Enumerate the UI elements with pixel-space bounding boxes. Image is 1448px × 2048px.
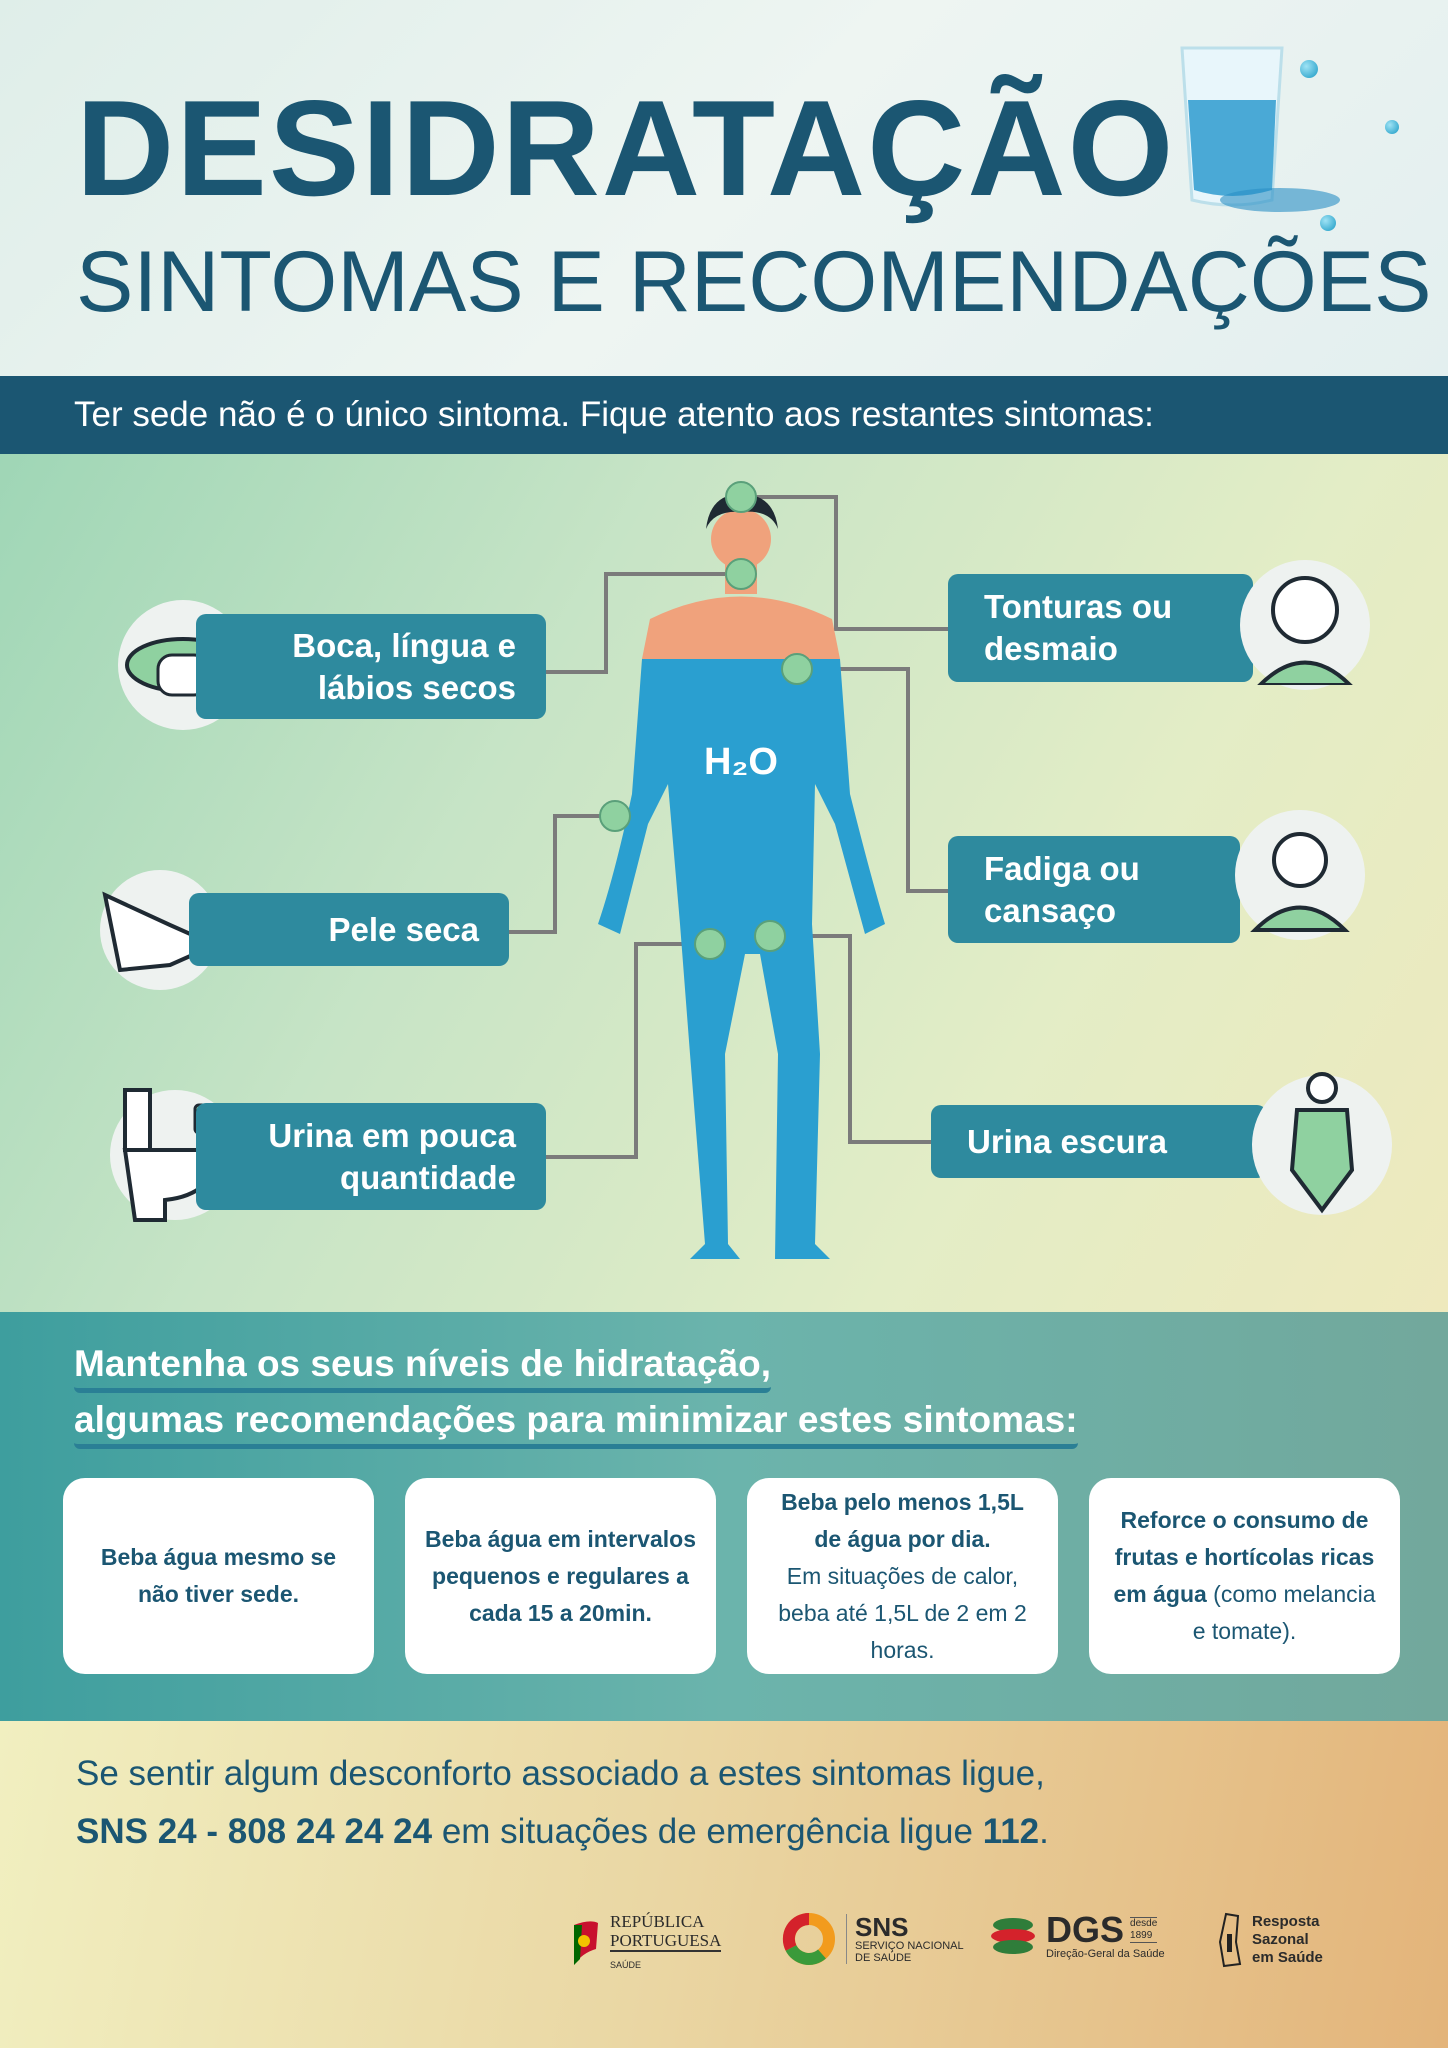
logo-text: SNS bbox=[855, 1912, 909, 1942]
logo-text: DGS bbox=[1046, 1909, 1125, 1950]
card-text: (como melancia e tomate). bbox=[1192, 1581, 1376, 1644]
symptom-dots bbox=[599, 481, 813, 960]
symptom-label-dark-urine: Urina escura bbox=[931, 1105, 1267, 1178]
page-title: DESIDRATAÇÃO bbox=[76, 72, 1176, 224]
recommendation-card: Beba pelo menos 1,5L de água por dia. Em … bbox=[747, 1478, 1058, 1674]
symptom-label-dry-skin: Pele seca bbox=[189, 893, 509, 966]
logo-text: Resposta bbox=[1252, 1913, 1320, 1930]
symptom-label-dry-mouth: Boca, língua e lábios secos bbox=[196, 614, 546, 719]
card-text-bold: Beba água mesmo se não tiver sede. bbox=[100, 1544, 337, 1607]
logo-text: Sazonal bbox=[1252, 1931, 1309, 1948]
symptom-label-dizziness: Tonturas ou desmaio bbox=[948, 574, 1253, 682]
card-text: Em situações de calor, beba até 1,5L de … bbox=[778, 1562, 1027, 1663]
logo-text: PORTUGUESA bbox=[610, 1931, 722, 1952]
footer bbox=[0, 1721, 1448, 2048]
logo-text: Direção-Geral da Saúde bbox=[1046, 1948, 1165, 1960]
recommendation-card: Beba água mesmo se não tiver sede. bbox=[63, 1478, 374, 1674]
footer-text: . bbox=[1039, 1812, 1049, 1851]
water-glass-icon bbox=[1180, 46, 1340, 212]
logo-text: SAÚDE bbox=[610, 1960, 642, 1970]
footer-line2: SNS 24 - 808 24 24 24 em situações de em… bbox=[76, 1810, 1049, 1854]
tired-person-icon bbox=[1235, 810, 1365, 940]
human-body-figure bbox=[598, 494, 885, 1259]
recommendation-card: Beba água em intervalos pequenos e regul… bbox=[405, 1478, 716, 1674]
hand-icon bbox=[100, 870, 220, 990]
urgency-person-icon bbox=[1252, 1072, 1392, 1215]
recommendation-card: Reforce o consumo de frutas e hortícolas… bbox=[1089, 1478, 1400, 1674]
footer-line1: Se sentir algum desconforto associado a … bbox=[76, 1754, 1045, 1793]
portugal-map-icon bbox=[1218, 1912, 1242, 1968]
logo-text: SERVIÇO NACIONAL bbox=[855, 1940, 964, 1952]
page-subtitle: SINTOMAS E RECOMENDAÇÕES bbox=[76, 234, 1432, 330]
dgs-globe-icon bbox=[991, 1918, 1035, 1954]
logo-text: desde bbox=[1130, 1918, 1158, 1929]
symptoms-intro: Ter sede não é o único sintoma. Fique at… bbox=[0, 376, 1448, 454]
symptom-label-fatigue: Fadiga ou cansaço bbox=[948, 836, 1240, 943]
footer-text: em situações de emergência ligue bbox=[432, 1812, 983, 1851]
card-text-bold: Reforce o consumo de frutas e hortícolas… bbox=[1113, 1507, 1375, 1607]
logo-text: DE SAÚDE bbox=[855, 1952, 912, 1964]
dizzy-person-icon bbox=[1240, 560, 1370, 690]
h2o-label: H₂O bbox=[704, 741, 778, 783]
card-text-bold: Beba pelo menos 1,5L de água por dia. bbox=[781, 1488, 1024, 1552]
sns-ring-icon bbox=[782, 1912, 835, 1965]
logo-text: 1899 bbox=[1130, 1930, 1153, 1941]
symptom-label-low-urine: Urina em pouca quantidade bbox=[196, 1103, 546, 1210]
recommendations-heading-line2: algumas recomendações para minimizar est… bbox=[74, 1396, 1078, 1449]
sns24-phone: SNS 24 - 808 24 24 24 bbox=[76, 1812, 433, 1851]
card-text-bold: Beba água em intervalos pequenos e regul… bbox=[425, 1525, 696, 1626]
logo-text: REPÚBLICA bbox=[610, 1912, 705, 1931]
emergency-number: 112 bbox=[982, 1812, 1040, 1851]
flag-icon bbox=[574, 1920, 598, 1965]
recommendations-heading-line1: Mantenha os seus níveis de hidratação, bbox=[74, 1340, 772, 1393]
logo-text: em Saúde bbox=[1252, 1949, 1323, 1966]
body-diagram: H₂O bbox=[509, 481, 948, 1259]
